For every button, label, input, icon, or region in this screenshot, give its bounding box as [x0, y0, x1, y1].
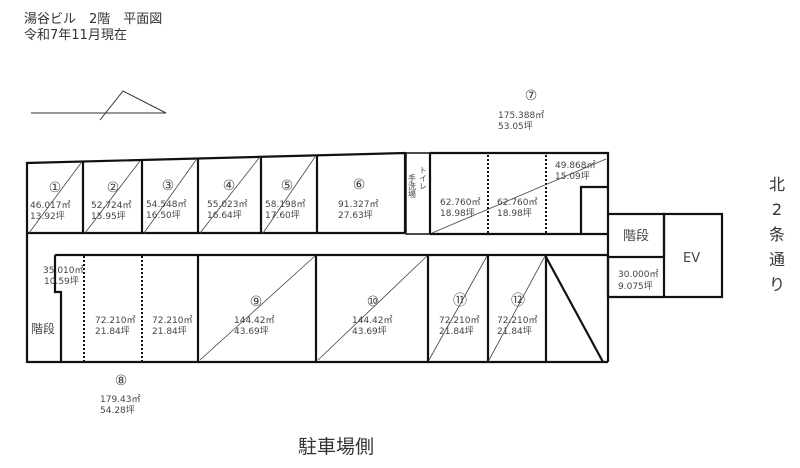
- unit-7-tsubo: 53.05坪: [498, 121, 533, 132]
- unit-1-area: 46.017㎡: [30, 200, 71, 211]
- unit-5-number: ⑤: [281, 178, 294, 194]
- unit-3-number: ③: [162, 178, 175, 194]
- unit-8a-area: 35.010㎡: [43, 265, 84, 276]
- unit-3-tsubo: 16.50坪: [146, 210, 181, 221]
- unit-9-area: 144.42㎡: [234, 315, 275, 326]
- unit-9-tsubo: 43.69坪: [234, 326, 269, 337]
- reserved-diagonals: [28, 156, 607, 361]
- street-char: 北: [768, 175, 785, 194]
- unit-8b-tsubo: 21.84坪: [95, 326, 130, 337]
- unit-12-area: 72.210㎡: [497, 315, 538, 326]
- unit-8-number: ⑧: [115, 373, 128, 389]
- street-char: 2: [771, 200, 783, 219]
- unit-10-number: ⑩: [367, 294, 380, 310]
- unit-8-area: 179.43㎡: [100, 394, 141, 405]
- unit-6-tsubo: 27.63坪: [338, 210, 373, 221]
- unit-5-area: 58.198㎡: [265, 199, 306, 210]
- unit-7b-area: 62.760㎡: [497, 197, 538, 208]
- unit-4-area: 55.023㎡: [207, 199, 248, 210]
- unit-7c-tsubo: 15.09坪: [555, 171, 590, 182]
- unit-2-area: 52.724㎡: [91, 200, 132, 211]
- storage-tsubo: 9.075坪: [618, 281, 653, 292]
- street-char: 通: [768, 250, 785, 269]
- unit-11-number: ⑪: [453, 293, 467, 309]
- unit-7a-area: 62.760㎡: [440, 197, 481, 208]
- storage-area: 30.000㎡: [618, 269, 659, 280]
- unit-8-tsubo: 54.28坪: [100, 405, 135, 416]
- unit-8a-tsubo: 10.59坪: [44, 276, 79, 287]
- toilet-label: トイレ: [419, 166, 428, 190]
- walls: [25, 151, 724, 364]
- unit-11-tsubo: 21.84坪: [439, 326, 474, 337]
- ev-label: EV: [683, 251, 700, 266]
- unit-6-number: ⑥: [353, 177, 366, 193]
- unit-12-number: ⑫: [511, 293, 525, 309]
- unit-7-number: ⑦: [525, 88, 538, 104]
- unit-3-area: 54.548㎡: [146, 199, 187, 210]
- unit-2-number: ②: [107, 180, 120, 196]
- unit-11-area: 72.210㎡: [439, 315, 480, 326]
- unit-8c-tsubo: 21.84坪: [152, 326, 187, 337]
- unit-6-area: 91.327㎡: [338, 199, 379, 210]
- north-arrow-icon: [31, 90, 167, 121]
- unit-10-area: 144.42㎡: [352, 315, 393, 326]
- stairs-left-label: 階段: [31, 321, 55, 336]
- washroom-label: 手洗場: [408, 173, 417, 199]
- unit-4-tsubo: 16.64坪: [207, 210, 242, 221]
- street-char: 条: [768, 225, 785, 244]
- unit-9-number: ⑨: [250, 294, 263, 310]
- plan-date: 令和7年11月現在: [24, 28, 127, 43]
- unit-7a-tsubo: 18.98坪: [440, 208, 475, 219]
- unit-7c-area: 49.868㎡: [555, 160, 596, 171]
- stairs-right-label: 階段: [623, 229, 649, 244]
- unit-5-tsubo: 17.60坪: [265, 210, 300, 221]
- unit-7-area: 175.388㎡: [498, 110, 544, 121]
- unit-7b-tsubo: 18.98坪: [497, 208, 532, 219]
- unit-1-number: ①: [49, 180, 62, 196]
- unit-12-tsubo: 21.84坪: [497, 326, 532, 337]
- parking-side-label: 駐車場側: [298, 436, 375, 458]
- dotted-dividers: [83, 155, 547, 361]
- plan-title: 湯谷ビル 2階 平面図: [24, 12, 163, 27]
- street-char: り: [768, 275, 785, 294]
- unit-4-number: ④: [223, 178, 236, 194]
- street-label: 北 2 条 通 り: [768, 172, 786, 297]
- unit-10-tsubo: 43.69坪: [352, 326, 387, 337]
- unit-2-tsubo: 15.95坪: [91, 211, 126, 222]
- unit-1-tsubo: 13.92坪: [30, 211, 65, 222]
- unit-8b-area: 72.210㎡: [95, 315, 136, 326]
- unit-8c-area: 72.210㎡: [152, 315, 193, 326]
